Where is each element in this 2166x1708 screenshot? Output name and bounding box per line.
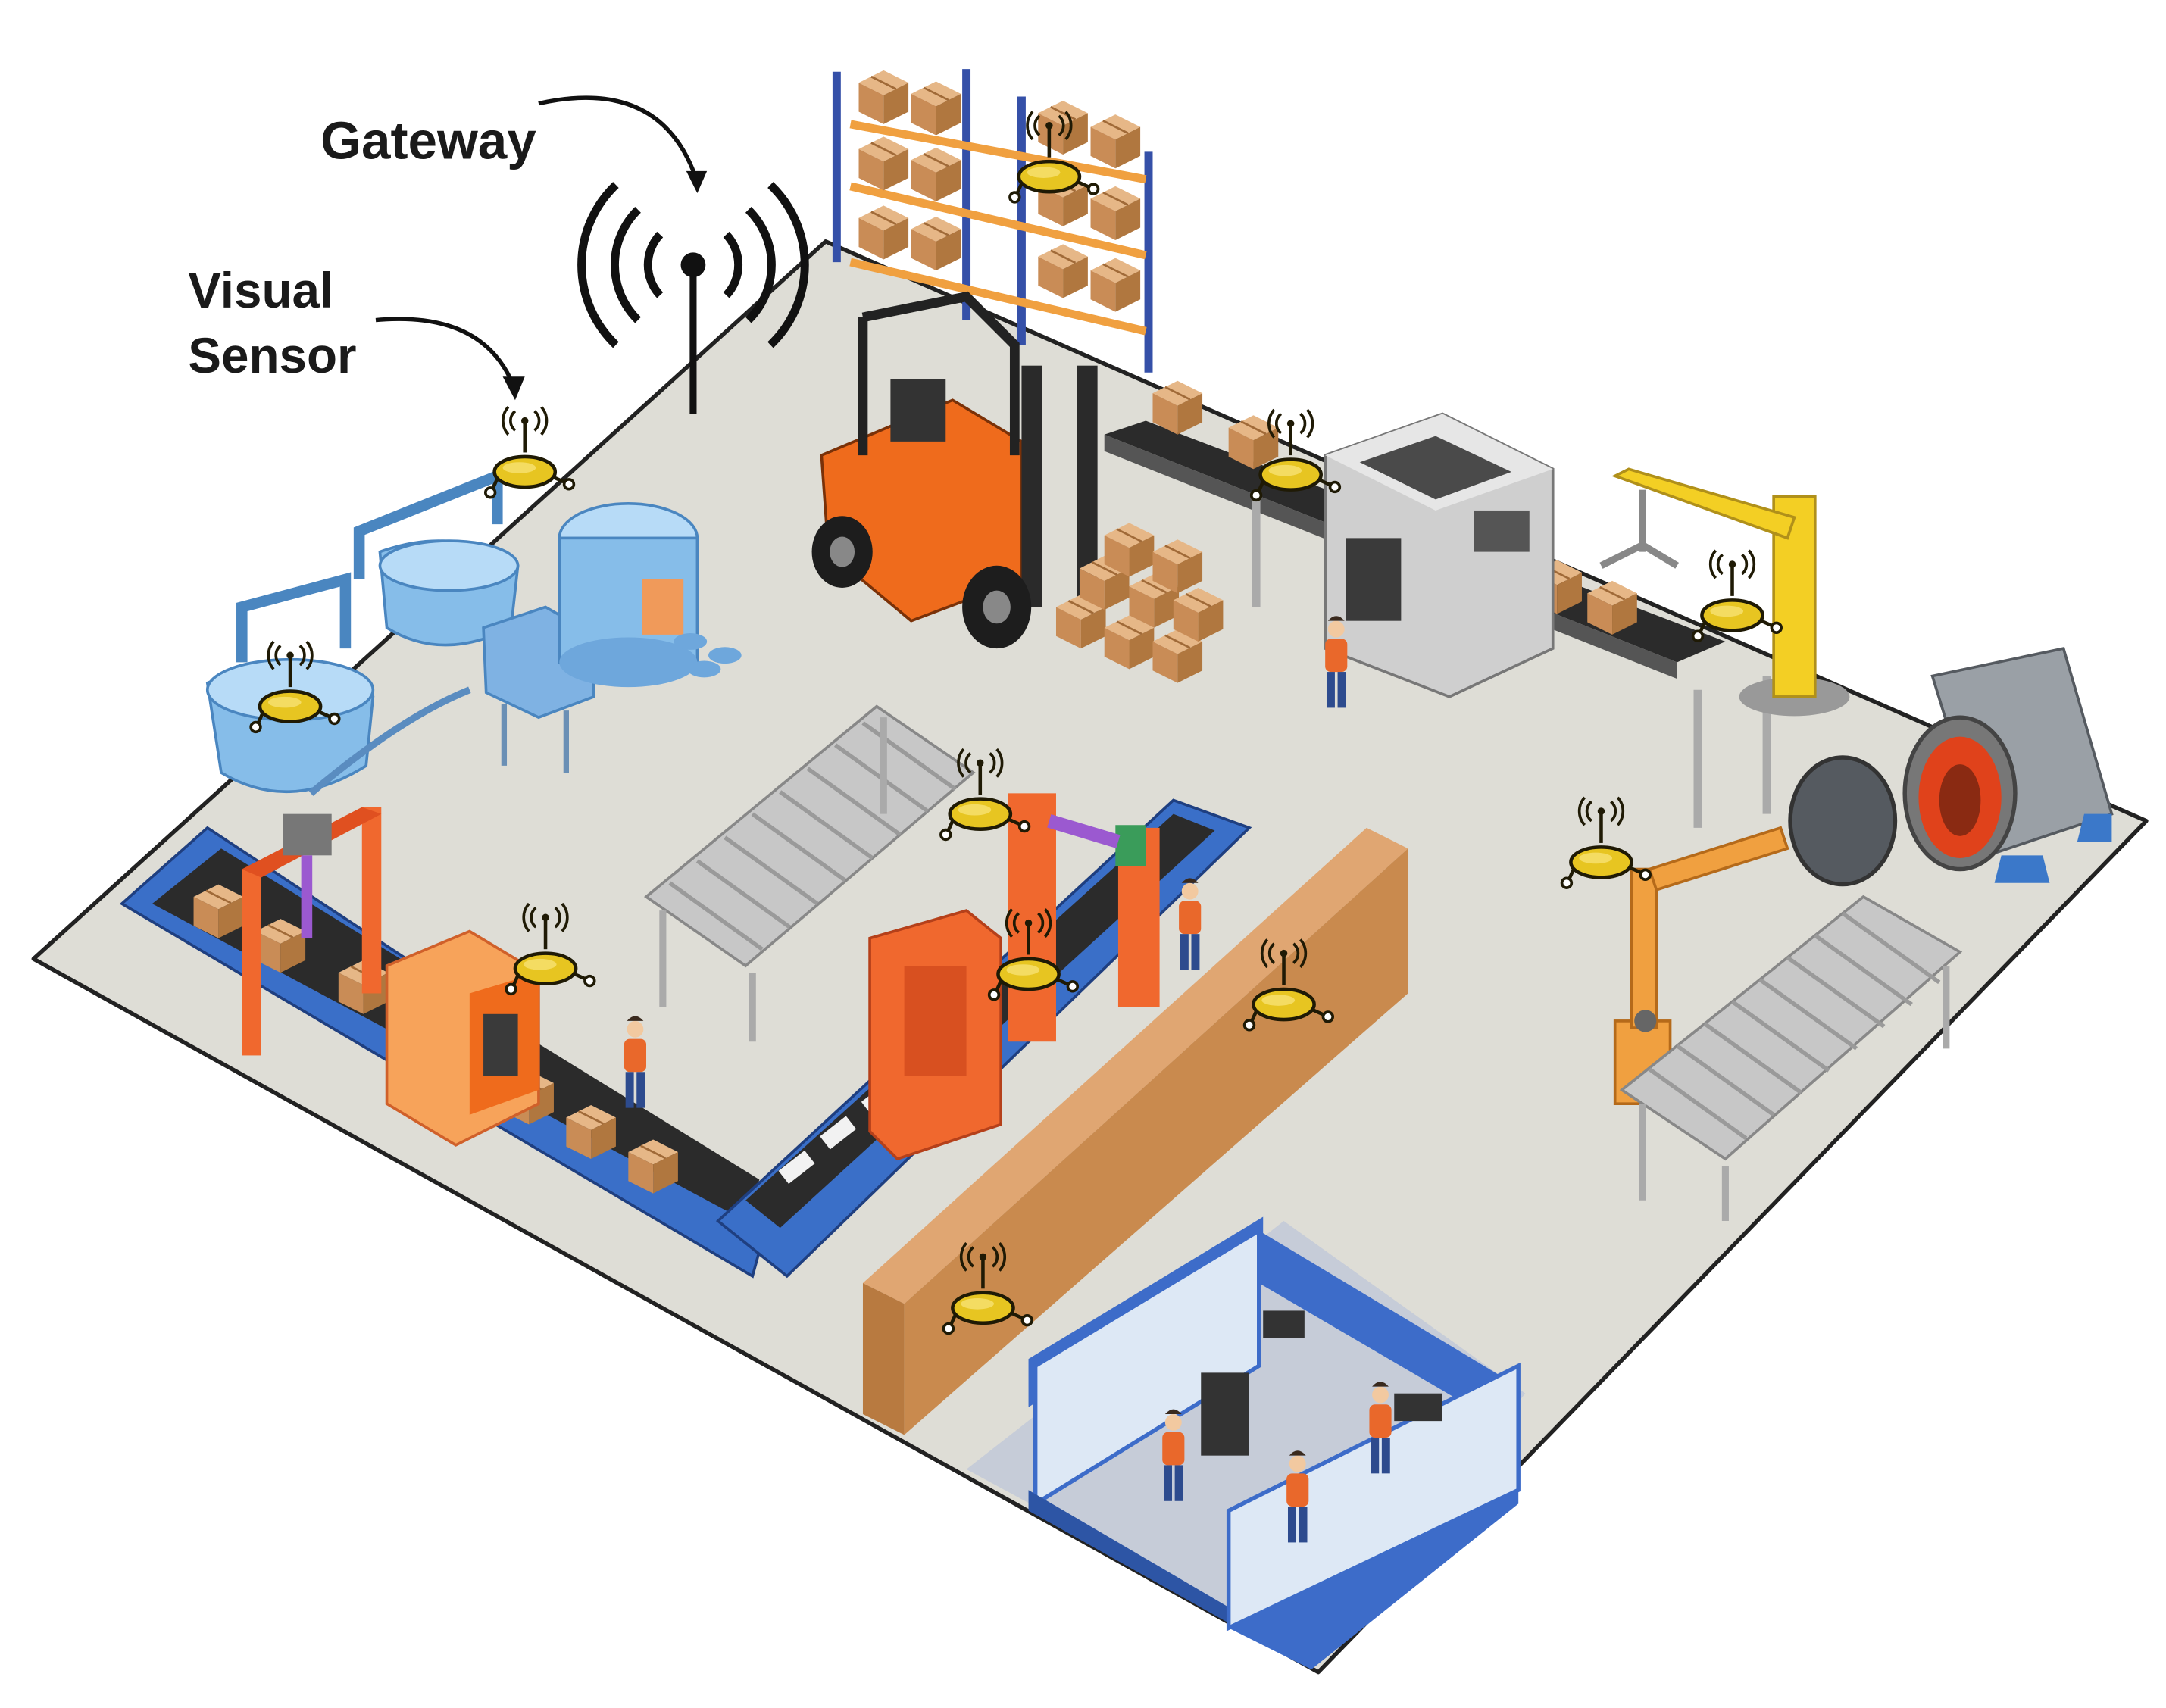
scanning-conveyor — [1104, 379, 1771, 828]
gantry-scanner — [242, 807, 382, 1056]
mixing-tanks — [205, 467, 742, 796]
furnace-pipe — [1788, 646, 2114, 887]
roller-conveyor-center — [643, 704, 976, 1042]
gateway-antenna-icon — [577, 182, 809, 414]
visual-sensor-callout: Visual Sensor — [188, 263, 525, 401]
gateway-callout: Gateway — [320, 95, 708, 194]
roller-conveyor-right — [1619, 895, 1963, 1222]
gateway-label: Gateway — [320, 111, 536, 170]
visual-sensor-label-line2: Sensor — [188, 328, 356, 383]
visual-sensor-label-line1: Visual — [188, 263, 333, 318]
forklift — [811, 291, 1098, 649]
control-office — [966, 1216, 1526, 1669]
storage-rack — [832, 69, 1153, 373]
inspection-machine — [385, 929, 540, 1147]
quality-station — [868, 793, 1160, 1161]
robot-arm-yellow — [1599, 467, 1850, 717]
